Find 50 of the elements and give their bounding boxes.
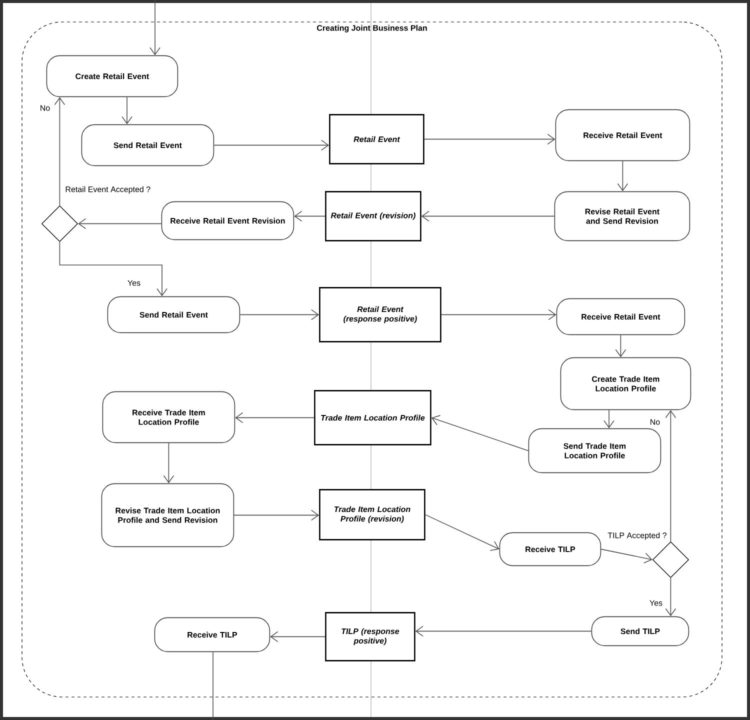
edge-label: Yes [128, 280, 140, 286]
arrow [270, 631, 326, 642]
arrow [234, 510, 320, 521]
arrow [54, 97, 66, 206]
arrow [163, 442, 174, 484]
object-box: Trade Item Location Profile [314, 390, 432, 446]
action-box: Receive TILP [499, 532, 602, 566]
arrow [78, 218, 162, 230]
object-box: Retail Event [329, 114, 424, 164]
arrow [424, 134, 556, 145]
decision-label: TILP Accepted ? [608, 532, 666, 540]
action-box: Receive Retail Event [555, 109, 690, 162]
action-box: Send Trade Item Location Profile [528, 428, 662, 474]
object-box: Retail Event (revision) [325, 191, 422, 242]
object-box: Trade Item Location Profile (revision) [319, 489, 426, 540]
arrow [59, 242, 168, 296]
arrow [440, 309, 556, 320]
arrow [431, 415, 529, 452]
action-box: Revise Trade Item Location Profile and Send Revision [101, 483, 234, 548]
arrow [665, 578, 676, 616]
arrow [150, 0, 160, 56]
arrow [604, 410, 614, 428]
action-box: Revise Retail Event and Send Revision [554, 191, 690, 242]
object-box: TILP (response positive) [325, 612, 416, 662]
action-box: Receive Retail Event [556, 298, 686, 336]
action-box: Receive Retail Event Revision [161, 201, 294, 240]
arrow [424, 514, 500, 551]
arrow [415, 626, 592, 637]
action-box: Receive TILP [154, 617, 270, 652]
action-box: Send Retail Event [107, 296, 240, 334]
action-box: Create Retail Event [46, 55, 178, 98]
edge-label: No [40, 105, 50, 111]
object-box: Retail Event (response positive) [319, 287, 442, 342]
edge-label: Yes [650, 600, 662, 606]
arrow [421, 210, 555, 222]
edge-label: No [650, 419, 660, 425]
action-box: Send TILP [591, 616, 690, 646]
arrow [240, 309, 320, 320]
decision-label: Retail Event Accepted ? [66, 186, 150, 194]
arrow [235, 412, 314, 424]
action-box: Receive Trade Item Location Profile [102, 391, 236, 444]
arrow [294, 210, 326, 222]
arrow [122, 96, 132, 124]
arrow [617, 160, 628, 192]
arrow [600, 548, 652, 564]
arrow [214, 140, 330, 151]
arrow [615, 334, 626, 358]
action-box: Create Trade Item Location Profile [560, 357, 692, 410]
arrow [665, 410, 676, 542]
action-box: Send Retail Event [81, 124, 214, 166]
